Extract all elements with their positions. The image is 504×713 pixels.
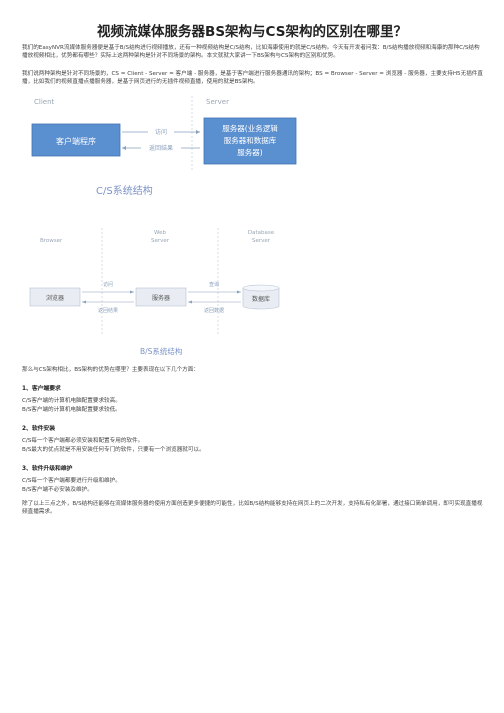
cs-response-arrowhead [122, 146, 126, 150]
cs-server-box-line-2: 服务器和数据库 [224, 135, 277, 145]
bs-browser-box-label: 浏览器 [46, 294, 64, 302]
cs-architecture-diagram: Client Server 客户端程序 服务器(业务逻辑 服务器和数据库 服务器… [31, 96, 297, 197]
bs-browser-box [29, 287, 81, 307]
cs-diagram-caption: C/S系统结构 [96, 184, 153, 197]
cs-request-arrowhead [196, 130, 200, 134]
bs-server-box [135, 287, 187, 307]
bs-architecture-diagram: Browser Web Server Database Server 浏览器 服… [29, 228, 280, 356]
cs-client-label: Client [34, 98, 55, 106]
cs-request-label: 访问 [155, 128, 167, 136]
cs-client-box [31, 123, 121, 157]
bs-database-cylinder [242, 288, 280, 310]
bs-database-label: 数据库 [252, 295, 270, 303]
cs-server-box-line-3: 服务器) [237, 147, 262, 157]
cs-response-label: 返回结果 [149, 144, 173, 152]
cs-client-box-label: 客户端程序 [56, 136, 96, 146]
bs-db-label-line-2: Server [252, 238, 271, 244]
question-paragraph: 那么与CS架构相比，BS架构的优势在哪里？主要表现在以下几个方面： [22, 367, 199, 373]
bs-web-label-line-1: Web [154, 230, 166, 236]
bs-db-label-line-1: Database [248, 230, 275, 236]
section-1-line-2: B/S客户端的计算机电脑配置要求较低。 [22, 407, 121, 413]
section-3-line-1: C/S每一个客户端都要进行升级和维护。 [22, 478, 121, 484]
bs-server-box-label: 服务器 [152, 294, 170, 302]
bs-query-label: 查询 [209, 281, 219, 288]
bs-response-label: 返回结果 [98, 307, 118, 314]
section-2-heading: 2、软件安装 [22, 426, 56, 432]
section-2-line-1: C/S每一个客户端都必须安装和配置专用的软件。 [22, 438, 144, 444]
page-title: 视频流媒体服务器BS架构与CS架构的区别在哪里？ [97, 24, 407, 40]
bs-browser-label: Browser [40, 238, 63, 244]
section-1-line-1: C/S客户端的计算机电脑配置要求较高。 [22, 398, 121, 404]
bs-web-label-line-2: Server [151, 238, 170, 244]
section-1-heading: 1、客户端要求 [22, 386, 61, 392]
cs-server-box [203, 117, 297, 165]
section-3-line-2: B/S客户端不必安装及维护。 [22, 487, 93, 493]
cs-server-label: Server [206, 98, 229, 106]
section-2-line-2: B/S最大的优点就是不用安装任何专门的软件，只要有一个浏览器就可以。 [22, 447, 205, 453]
intro-paragraph-2: 我们说两种架构是针对不同场景的，CS = Client - Server = 客… [22, 71, 483, 86]
bs-data-return-label: 返回数据 [204, 307, 224, 314]
section-3-heading: 3、软件升级和维护 [22, 466, 73, 472]
bs-diagram-caption: B/S系统结构 [140, 346, 183, 356]
bs-request-label: 访问 [103, 281, 113, 288]
cs-server-box-line-1: 服务器(业务逻辑 [222, 123, 278, 133]
intro-paragraph: 我们的EasyNVR流媒体服务器便是基于B/S结构进行视频播放，还有一种视频结构… [22, 45, 480, 60]
conclusion-paragraph: 除了以上三点之外，B/S结构还能够在流媒体服务器的使用方面创造更多便捷的可能性，… [22, 501, 483, 516]
